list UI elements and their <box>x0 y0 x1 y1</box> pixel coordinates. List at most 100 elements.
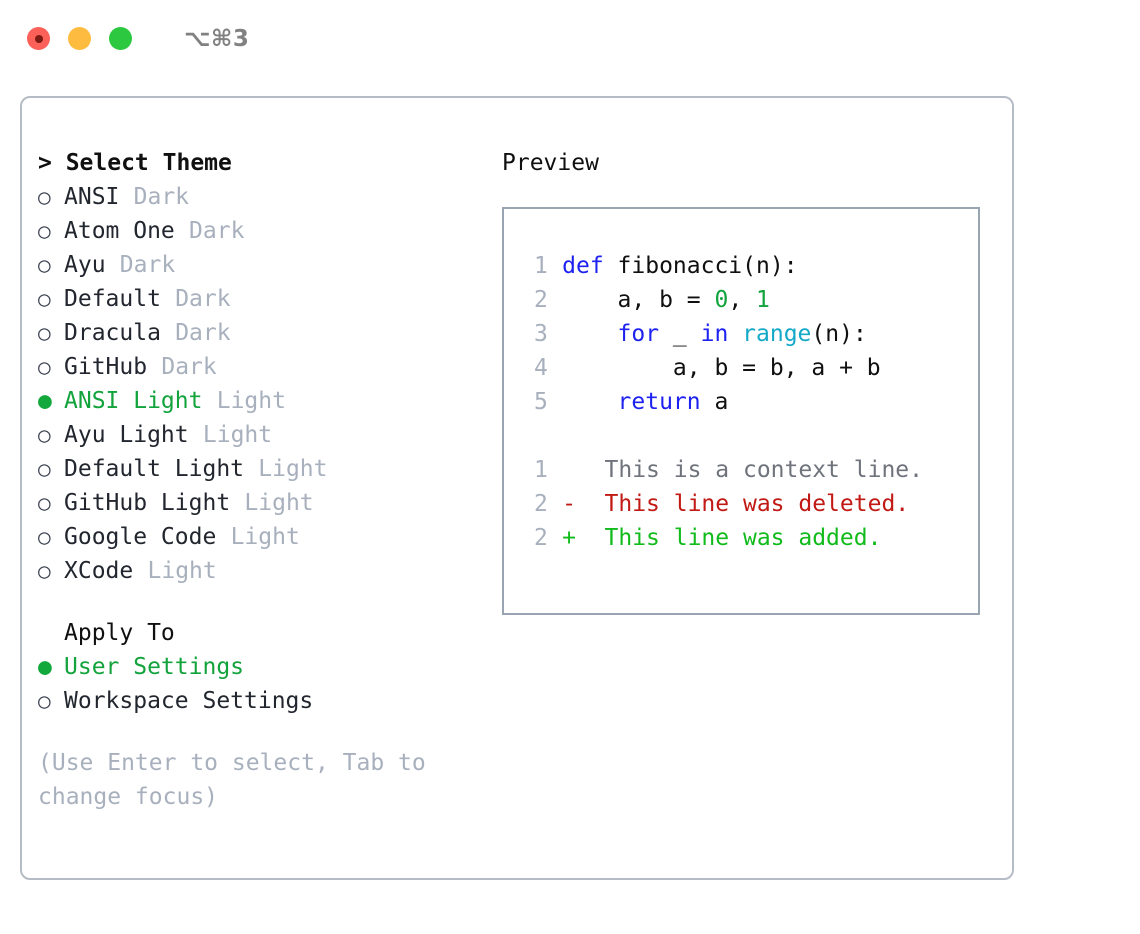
radio-unselected-icon: ○ <box>38 559 51 583</box>
theme-option-label: Google Code <box>64 524 217 550</box>
code-token-punct: (n): <box>811 321 867 347</box>
diff-marker-add: + <box>562 525 576 551</box>
zoom-button[interactable] <box>109 27 132 50</box>
theme-option-badge: Dark <box>119 252 176 278</box>
theme-option-badge: Dark <box>175 320 231 346</box>
theme-option-badge: Light <box>202 422 273 448</box>
theme-option-label: Default <box>64 286 161 312</box>
theme-option-badge: Light <box>258 456 328 482</box>
diff-text-ctx: This is a context line. <box>590 457 924 483</box>
code-token-id: fibonacci <box>617 253 743 279</box>
code-line-number: 2 <box>534 287 548 313</box>
title-bar: ⌥⌘3 <box>0 0 1140 77</box>
code-line-number: 3 <box>534 321 548 347</box>
apply-to-option-label: User Settings <box>64 654 245 680</box>
theme-option-badge: Dark <box>175 286 231 312</box>
radio-unselected-icon: ○ <box>38 525 51 549</box>
theme-option-0[interactable]: ○ ANSI Dark <box>38 180 488 214</box>
theme-option-badge: Dark <box>133 184 190 210</box>
hint-spacer <box>38 718 488 746</box>
code-line-number: 1 <box>534 253 548 279</box>
theme-option-label: GitHub Light <box>64 490 231 516</box>
theme-option-label: XCode <box>64 558 134 584</box>
diff-line-number: 2 <box>534 491 548 517</box>
theme-option-7[interactable]: ○ Ayu Light Light <box>38 418 488 452</box>
code-token-punct: , <box>728 287 757 313</box>
radio-unselected-icon: ○ <box>38 219 51 243</box>
code-line-0: 1 def fibonacci(n): <box>518 249 978 283</box>
diff-text-del: This line was deleted. <box>590 491 910 517</box>
code-line-1: 2 a, b = 0, 1 <box>518 283 978 317</box>
radio-unselected-icon: ○ <box>38 689 51 713</box>
radio-unselected-icon: ○ <box>38 457 51 481</box>
theme-option-6[interactable]: ● ANSI Light Light <box>38 384 488 418</box>
code-token-punct: (n): <box>742 253 798 279</box>
code-token-kw: def <box>562 253 618 279</box>
radio-unselected-icon: ○ <box>38 185 51 209</box>
code-token-id: a, b = <box>562 287 715 313</box>
diff-line-1: 2- This line was deleted. <box>518 487 978 521</box>
diff-line-number: 1 <box>534 457 548 483</box>
theme-option-badge: Light <box>147 558 217 584</box>
code-token-num: 0 <box>714 287 729 313</box>
theme-option-label: Ayu Light <box>64 422 189 448</box>
code-diff-separator <box>518 419 978 453</box>
theme-option-label: ANSI Light <box>64 388 203 414</box>
theme-option-label: Default Light <box>64 456 245 482</box>
diff-line-number: 2 <box>534 525 548 551</box>
radio-unselected-icon: ○ <box>38 423 51 447</box>
code-line-4: 5 return a <box>518 385 978 419</box>
diff-line-0: 1 This is a context line. <box>518 453 978 487</box>
theme-option-badge: Light <box>216 388 286 414</box>
code-line-3: 4 a, b = b, a + b <box>518 351 978 385</box>
radio-unselected-icon: ○ <box>38 491 51 515</box>
code-token-kw: for <box>562 321 673 347</box>
select-theme-heading: > Select Theme <box>38 150 232 176</box>
close-button[interactable] <box>27 27 50 50</box>
theme-option-label: ANSI <box>64 184 120 210</box>
code-token-id: _ <box>672 321 701 347</box>
code-line-2: 3 for _ in range(n): <box>518 317 978 351</box>
diff-marker-ctx <box>562 453 591 487</box>
apply-to-option-0[interactable]: ● User Settings <box>38 650 488 684</box>
theme-option-10[interactable]: ○ Google Code Light <box>38 520 488 554</box>
diff-text-add: This line was added. <box>590 525 882 551</box>
theme-option-label: Atom One <box>64 218 175 244</box>
diff-marker-del: - <box>562 491 576 517</box>
code-line-number: 4 <box>534 355 548 381</box>
radio-selected-icon: ● <box>38 388 52 414</box>
theme-option-badge: Dark <box>189 218 245 244</box>
apply-to-option-label: Workspace Settings <box>64 688 314 714</box>
keyboard-hint: (Use Enter to select, Tab to change focu… <box>38 750 440 810</box>
minimize-button[interactable] <box>68 27 91 50</box>
preview-heading: Preview <box>502 150 599 176</box>
diff-sample: 1 This is a context line.2- This line wa… <box>518 453 978 555</box>
theme-option-11[interactable]: ○ XCode Light <box>38 554 488 588</box>
radio-selected-icon: ● <box>38 654 52 680</box>
apply-to-heading: Apply To <box>64 620 175 646</box>
code-token-id: a <box>714 389 729 415</box>
apply-to-option-1[interactable]: ○ Workspace Settings <box>38 684 488 718</box>
section-spacer <box>38 588 488 616</box>
code-token-num: 1 <box>756 287 770 313</box>
code-token-fn: range <box>742 321 812 347</box>
code-token-id: a, b = b, a + b <box>562 355 881 381</box>
theme-option-1[interactable]: ○ Atom One Dark <box>38 214 488 248</box>
code-line-number: 5 <box>534 389 548 415</box>
radio-unselected-icon: ○ <box>38 321 51 345</box>
theme-option-8[interactable]: ○ Default Light Light <box>38 452 488 486</box>
theme-option-badge: Light <box>230 524 300 550</box>
theme-option-badge: Dark <box>161 354 217 380</box>
